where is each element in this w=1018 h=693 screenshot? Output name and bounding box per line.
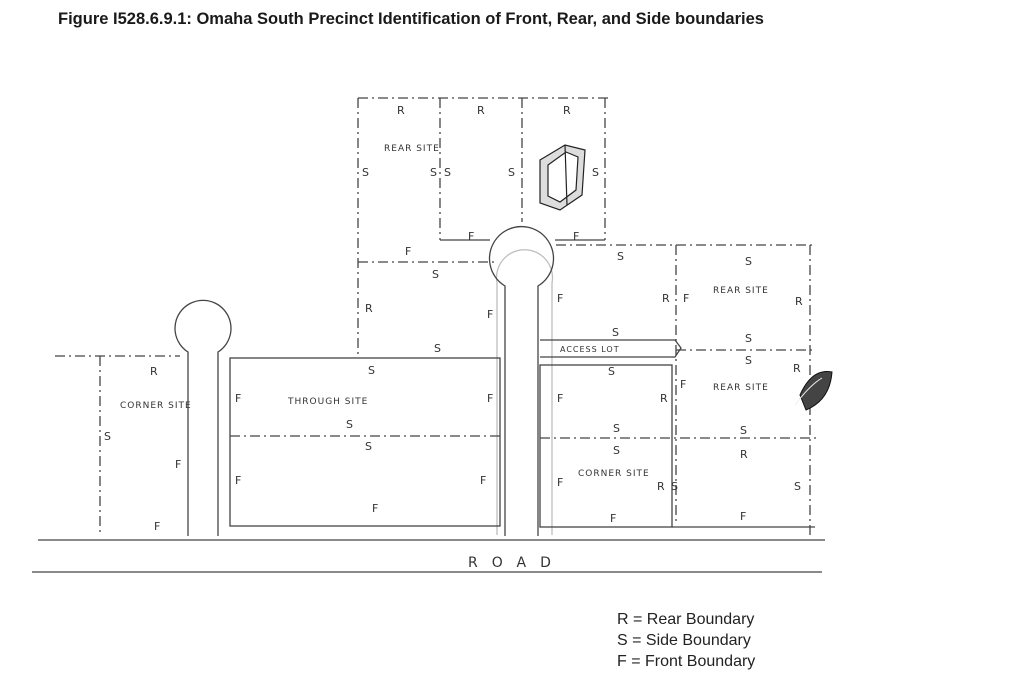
book-icon — [539, 144, 586, 211]
mark-s: S — [362, 166, 369, 179]
legend: R = Rear Boundary S = Side Boundary F = … — [617, 609, 755, 672]
mark-f: F — [557, 476, 563, 489]
mark-s: S — [794, 480, 801, 493]
mark-f: F — [235, 474, 241, 487]
leaf-icon — [794, 370, 833, 411]
mark-f: F — [610, 512, 616, 525]
mark-s: S — [612, 326, 619, 339]
mark-s: S — [613, 444, 620, 457]
mark-f: F — [372, 502, 378, 515]
mark-f: F — [405, 245, 411, 258]
legend-front: F = Front Boundary — [617, 653, 756, 670]
mark-s: S — [740, 424, 747, 437]
mark-r: R — [563, 104, 571, 117]
rear-site-right-lower-label: REAR SITE — [713, 383, 769, 393]
central-cul-de-sac — [488, 225, 555, 536]
mark-f: F — [480, 474, 486, 487]
rear-site-top-label: REAR SITE — [384, 144, 440, 154]
legend-rear: R = Rear Boundary — [617, 611, 755, 628]
rear-site-right-upper-label: REAR SITE — [713, 286, 769, 296]
mark-r: R — [662, 292, 670, 305]
mark-s: S — [346, 418, 353, 431]
mark-s: S — [104, 430, 111, 443]
mark-s: S — [434, 342, 441, 355]
mark-r: R — [397, 104, 405, 117]
mark-f: F — [468, 230, 474, 243]
mark-s: S — [671, 480, 678, 493]
mark-f: F — [573, 230, 579, 243]
mark-f: F — [487, 308, 493, 321]
corner-site-left-label: CORNER SITE — [120, 401, 192, 411]
mark-r: R — [793, 362, 801, 375]
boundary-marks: R R R S S S S S F F F S R F S F S S R F … — [104, 104, 803, 533]
mark-f: F — [235, 392, 241, 405]
mark-s: S — [745, 354, 752, 367]
mark-s: S — [508, 166, 515, 179]
mark-r: R — [795, 295, 803, 308]
road-label: ROAD — [468, 555, 565, 571]
mark-s: S — [613, 422, 620, 435]
mark-r: R — [365, 302, 373, 315]
mark-s: S — [745, 332, 752, 345]
access-lot-label: ACCESS LOT — [560, 345, 620, 354]
mark-s: S — [430, 166, 437, 179]
corner-site-right-label: CORNER SITE — [578, 469, 650, 479]
mark-r: R — [150, 365, 158, 378]
mark-s: S — [592, 166, 599, 179]
left-cul-de-sac — [174, 299, 232, 536]
mark-r: R — [477, 104, 485, 117]
mark-f: F — [683, 292, 689, 305]
through-site-label: THROUGH SITE — [287, 397, 368, 407]
mark-r: R — [740, 448, 748, 461]
legend-side: S = Side Boundary — [617, 632, 751, 649]
mark-f: F — [740, 510, 746, 523]
mark-r: R — [657, 480, 665, 493]
mark-s: S — [617, 250, 624, 263]
mark-s: S — [444, 166, 451, 179]
through-site-block — [229, 357, 501, 527]
mark-f: F — [487, 392, 493, 405]
figure-title: Figure I528.6.9.1: Omaha South Precinct … — [58, 10, 764, 28]
access-lot — [540, 339, 682, 358]
mark-s: S — [745, 255, 752, 268]
mark-s: S — [368, 364, 375, 377]
mark-f: F — [154, 520, 160, 533]
mark-r: R — [660, 392, 668, 405]
mark-s: S — [432, 268, 439, 281]
mark-s: S — [608, 365, 615, 378]
mark-f: F — [680, 378, 686, 391]
mark-f: F — [557, 392, 563, 405]
mark-f: F — [557, 292, 563, 305]
mark-f: F — [175, 458, 181, 471]
mark-s: S — [365, 440, 372, 453]
